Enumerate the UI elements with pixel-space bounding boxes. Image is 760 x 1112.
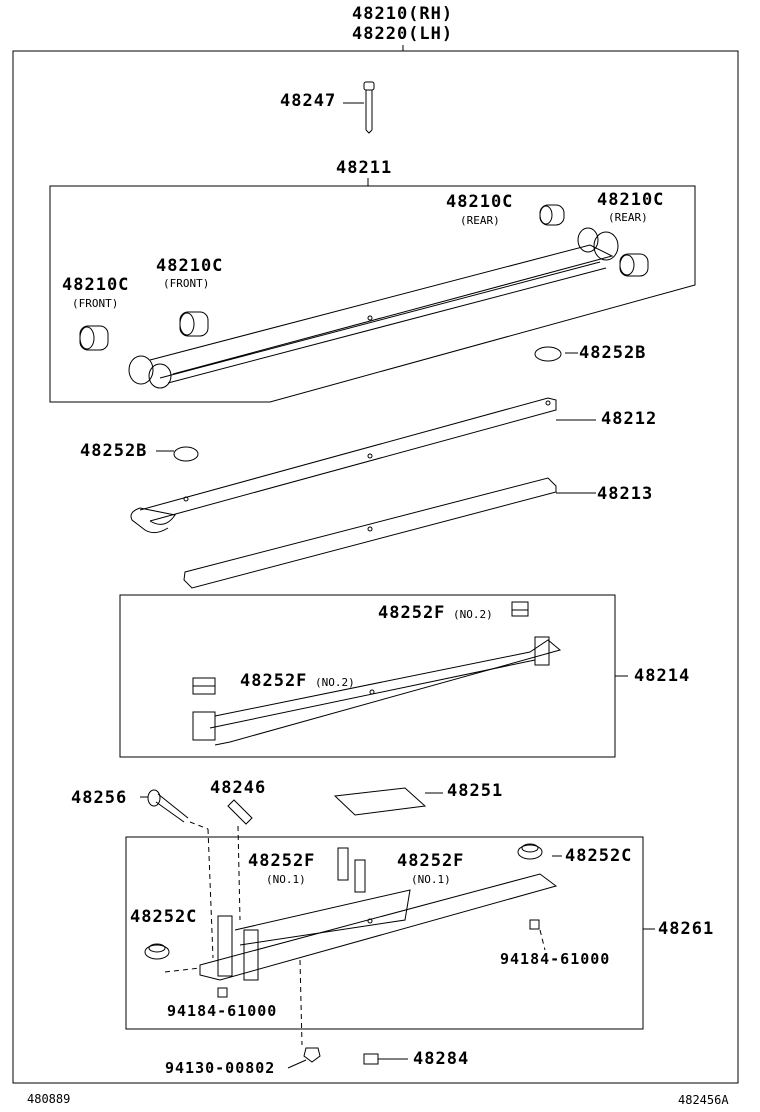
- label-94184-a: 94184-61000: [500, 950, 611, 968]
- label-48252c-a: 48252C: [565, 846, 633, 866]
- label-48210c-front-b: 48210C: [156, 256, 224, 276]
- label-48210c-rear-b: 48210C: [597, 190, 665, 210]
- label-94184-b: 94184-61000: [167, 1002, 278, 1020]
- label-48246: 48246: [210, 778, 267, 798]
- assembly-rh-label: 48210(RH): [352, 4, 454, 24]
- nut-94184-b: [217, 987, 228, 998]
- label-48252f-no2-a: 48252F: [378, 603, 446, 623]
- cap-48252b-b: [173, 446, 199, 462]
- label-48247: 48247: [280, 91, 337, 111]
- nut-48252c-b: [144, 943, 170, 960]
- bushing-rear-a: [539, 204, 565, 226]
- label-48210c-rear-a-note: (REAR): [460, 214, 500, 227]
- nut-94130: [303, 1047, 321, 1063]
- clip-no2-b: [192, 677, 216, 695]
- leaf-spring-frame: [49, 185, 696, 403]
- nut-48284: [363, 1053, 379, 1065]
- bolt-48256: [140, 789, 189, 823]
- label-48210c-front-b-note: (FRONT): [163, 277, 210, 290]
- label-48211: 48211: [336, 158, 393, 178]
- leaf-48261-frame: [125, 836, 644, 1030]
- bushing-front-b: [179, 311, 209, 337]
- leaf-48213: [183, 477, 596, 589]
- label-48214: 48214: [634, 666, 691, 686]
- label-48213: 48213: [597, 484, 654, 504]
- leaf-48214-frame: [119, 594, 616, 758]
- label-48252f-no2-b: 48252F: [240, 671, 308, 691]
- label-48252f-no1-b: 48252F: [397, 851, 465, 871]
- label-48210c-rear-b-note: (REAR): [608, 211, 648, 224]
- bushing-front-a: [79, 325, 109, 351]
- pin-48246: [227, 799, 253, 825]
- bushing-rear-b: [619, 253, 649, 277]
- label-48252f-no1-a: 48252F: [248, 851, 316, 871]
- label-48252f-no1-a-note: (NO.1): [266, 873, 306, 886]
- label-48252c-b: 48252C: [130, 907, 198, 927]
- leaf-48214: [192, 636, 562, 746]
- label-48251: 48251: [447, 781, 504, 801]
- label-48252b-b: 48252B: [80, 441, 148, 461]
- footer-left-code: 480889: [27, 1092, 71, 1106]
- label-48252b-a: 48252B: [579, 343, 647, 363]
- nut-94184-a: [529, 919, 540, 930]
- leaf-48212: [130, 397, 596, 534]
- label-48210c-front-a: 48210C: [62, 275, 130, 295]
- footer-right-code: 482456A: [678, 1093, 729, 1107]
- assembly-lh-label: 48220(LH): [352, 24, 454, 44]
- main-leaf-spring: [128, 227, 619, 389]
- label-48252f-no1-b-note: (NO.1): [411, 873, 451, 886]
- leaf-48261: [199, 873, 558, 981]
- assembly-frame: [12, 50, 739, 1084]
- label-48212: 48212: [601, 409, 658, 429]
- label-48252f-no2-b-note: (NO.2): [315, 676, 355, 689]
- label-48210c-rear-a: 48210C: [446, 192, 514, 212]
- label-48210c-front-a-note: (FRONT): [72, 297, 119, 310]
- label-94130: 94130-00802: [165, 1059, 276, 1077]
- label-48256: 48256: [71, 788, 128, 808]
- label-48284: 48284: [413, 1049, 470, 1069]
- label-48261: 48261: [658, 919, 715, 939]
- label-48252f-no2-a-note: (NO.2): [453, 608, 493, 621]
- bolt-48247: [343, 81, 375, 134]
- cap-48252b-a: [534, 346, 562, 362]
- plate-48251: [333, 787, 443, 816]
- nut-48252c-a: [517, 843, 543, 860]
- clip-no1: [337, 847, 366, 893]
- clip-no2-a: [511, 601, 529, 617]
